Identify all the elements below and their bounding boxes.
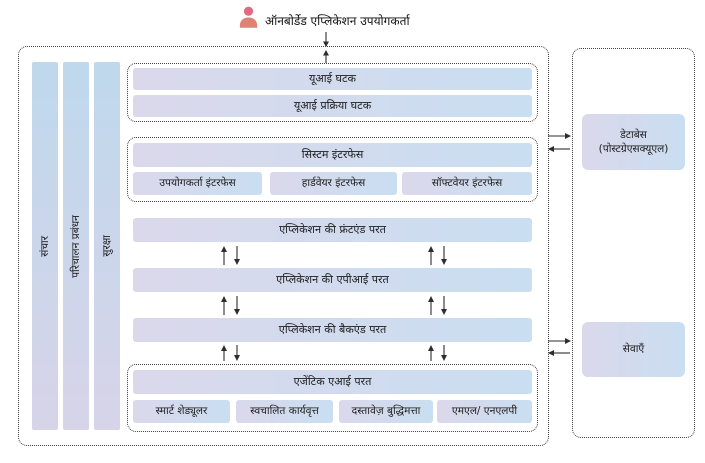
- arrow-services-to-main: [548, 350, 570, 356]
- database-box: डेटाबेस (पोस्टग्रेएसक्यूएल): [582, 114, 685, 170]
- document-intelligence-box: दस्तावेज़ बुद्धिमत्ता: [339, 400, 433, 423]
- sidebar-security-label: सुरक्षा: [101, 235, 113, 257]
- sidebar-operations-management-label: परिचालन प्रबंधन: [70, 214, 82, 278]
- user-label: ऑनबोर्डेड एप्लिकेशन उपयोगकर्ता: [265, 14, 410, 28]
- arrow-main-to-services: [548, 338, 571, 344]
- software-interface-box: सॉफ्टवेयर इंटरफेस: [402, 172, 532, 195]
- arrow-main-to-database: [548, 133, 571, 139]
- main-container: [18, 46, 549, 446]
- ui-component-box: यूआई घटक: [133, 68, 532, 90]
- sidebar-security: सुरक्षा: [94, 62, 120, 430]
- arrow-database-to-main: [548, 146, 570, 152]
- ui-process-component-box: यूआई प्रक्रिया घटक: [133, 95, 532, 117]
- system-interface-container: [127, 137, 538, 202]
- services-label: सेवाएँ: [622, 343, 645, 356]
- agentic-ai-container: [127, 364, 538, 432]
- database-label-line2: (पोस्टग्रेएसक्यूएल): [598, 143, 669, 155]
- smart-scheduler-box: स्मार्ट शेड्यूलर: [133, 400, 230, 423]
- arrow-user-down: [323, 32, 329, 47]
- api-layer-box: एप्लिकेशन की एपीआई परत: [133, 268, 532, 292]
- sidebar-communication: संचार: [32, 62, 58, 430]
- user-interface-box: उपयोगकर्ता इंटरफेस: [133, 172, 262, 195]
- database-label-line1: डेटाबेस: [620, 128, 647, 141]
- external-container: [572, 48, 695, 438]
- hardware-interface-box: हार्डवेयर इंटरफेस: [270, 172, 397, 195]
- agentic-ai-header: एजेंटिक एआई परत: [133, 370, 532, 394]
- backend-layer-box: एप्लिकेशन की बैकएंड परत: [133, 318, 532, 342]
- ui-group-container: [127, 63, 538, 122]
- automated-minutes-box: स्वचालित कार्यवृत्त: [236, 400, 333, 423]
- system-interface-header: सिस्टम इंटरफेस: [133, 143, 532, 167]
- ml-nlp-box: एमएल/ एनएलपी: [437, 400, 532, 423]
- sidebar-communication-label: संचार: [39, 235, 51, 257]
- sidebar-operations-management: परिचालन प्रबंधन: [63, 62, 89, 430]
- person-icon: [239, 6, 258, 28]
- frontend-layer-box: एप्लिकेशन की फ्रंटएंड परत: [133, 218, 532, 242]
- services-box: सेवाएँ: [582, 322, 685, 377]
